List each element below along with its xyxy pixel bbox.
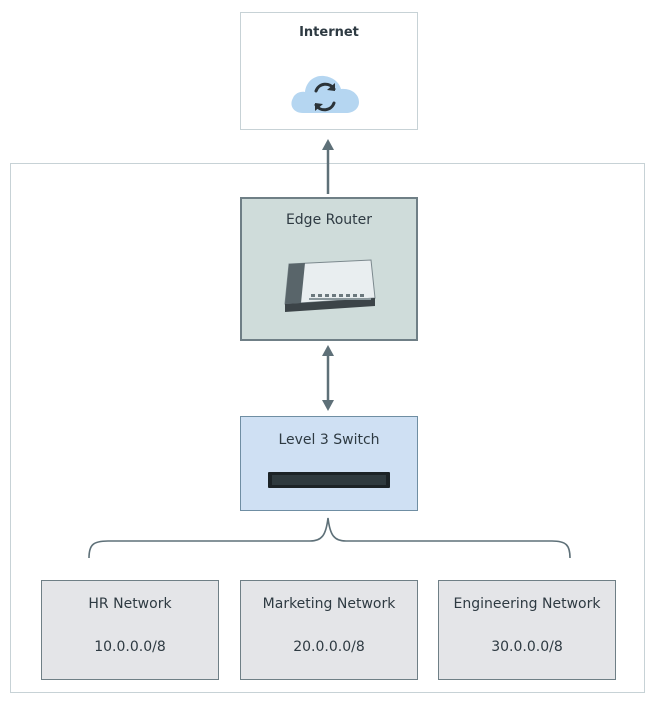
- router-to-internet-arrow: [322, 139, 334, 194]
- hr-network-name: HR Network: [88, 596, 172, 612]
- engineering-network-node: Engineering Network 30.0.0.0/8: [438, 580, 616, 680]
- internet-title: Internet: [299, 25, 359, 40]
- cloud-sync-icon: [291, 75, 359, 113]
- level3-switch-node: Level 3 Switch: [240, 416, 418, 511]
- edge-router-node: Edge Router: [240, 197, 418, 341]
- marketing-network-node: Marketing Network 20.0.0.0/8: [240, 580, 418, 680]
- marketing-network-cidr: 20.0.0.0/8: [293, 639, 365, 655]
- router-switch-double-arrow: [322, 345, 334, 411]
- router-device-icon: [284, 259, 376, 312]
- internet-node: Internet: [240, 12, 418, 130]
- engineering-network-name: Engineering Network: [453, 596, 601, 612]
- hr-network-cidr: 10.0.0.0/8: [94, 639, 166, 655]
- rack-switch-icon: [268, 472, 390, 488]
- hr-network-node: HR Network 10.0.0.0/8: [41, 580, 219, 680]
- engineering-network-cidr: 30.0.0.0/8: [491, 639, 563, 655]
- switch-title: Level 3 Switch: [278, 432, 380, 448]
- edge-router-title: Edge Router: [285, 212, 373, 228]
- marketing-network-name: Marketing Network: [262, 596, 396, 612]
- switch-to-networks-brace: [88, 517, 571, 559]
